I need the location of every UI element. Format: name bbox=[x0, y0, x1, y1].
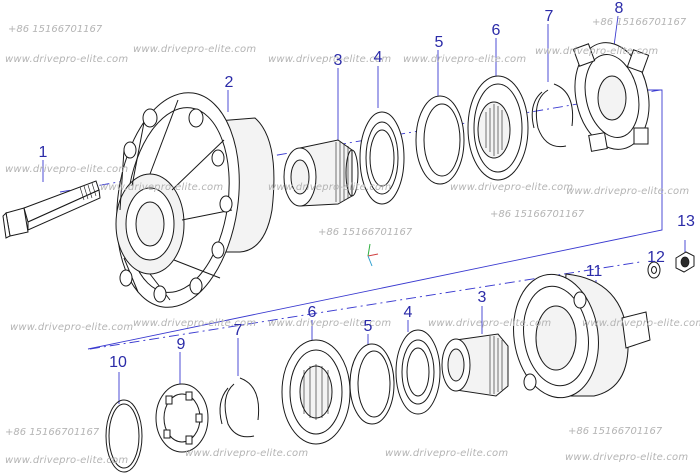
watermark-site: www.drivepro-elite.com bbox=[100, 182, 224, 193]
part-6-clutch-gear-lower bbox=[281, 339, 351, 445]
part-11-housing bbox=[513, 273, 651, 399]
watermark-site: www.drivepro-elite.com bbox=[133, 318, 257, 329]
part-12-washer bbox=[647, 261, 661, 279]
part-6-ring-gear-upper bbox=[467, 75, 529, 181]
watermark-site: www.drivepro-elite.com bbox=[428, 318, 552, 329]
part-2-diff-case bbox=[115, 92, 275, 308]
watermark-phone: +86 15166701167 bbox=[318, 227, 413, 238]
watermark-site: www.drivepro-elite.com bbox=[185, 448, 309, 459]
part-5-ring-lower bbox=[349, 343, 395, 425]
callout-7-lower: 7 bbox=[233, 322, 243, 339]
watermark-site: www.drivepro-elite.com bbox=[268, 54, 392, 65]
callout-5-upper: 5 bbox=[434, 34, 444, 51]
watermark-site: www.drivepro-elite.com bbox=[565, 452, 689, 463]
part-4-washer-upper bbox=[359, 111, 405, 205]
callout-7-upper: 7 bbox=[544, 8, 554, 25]
callout-4-lower: 4 bbox=[403, 304, 413, 321]
watermark-site: www.drivepro-elite.com bbox=[5, 455, 129, 466]
callout-10: 10 bbox=[109, 354, 127, 371]
callout-11: 11 bbox=[585, 263, 603, 280]
callout-4-upper: 4 bbox=[373, 49, 383, 66]
callout-8: 8 bbox=[614, 0, 624, 17]
watermark-phone: +86 15166701167 bbox=[5, 427, 100, 438]
watermark-site: www.drivepro-elite.com bbox=[5, 164, 129, 175]
watermark-site: www.drivepro-elite.com bbox=[268, 182, 392, 193]
callout-6-lower: 6 bbox=[307, 304, 317, 321]
part-1-bolt bbox=[2, 180, 101, 239]
part-5-ring-upper bbox=[415, 95, 465, 185]
callout-1: 1 bbox=[38, 144, 48, 161]
watermark-site: www.drivepro-elite.com bbox=[385, 448, 509, 459]
watermark-phone: +86 15166701167 bbox=[568, 426, 663, 437]
watermark-site: www.drivepro-elite.com bbox=[5, 54, 129, 65]
part-4-washer-lower bbox=[395, 329, 441, 415]
callout-13: 13 bbox=[677, 213, 695, 230]
watermark-site: www.drivepro-elite.com bbox=[403, 54, 527, 65]
watermark-phone: +86 15166701167 bbox=[490, 209, 585, 220]
watermark-site: www.drivepro-elite.com bbox=[566, 186, 690, 197]
part-3-side-gear-upper bbox=[283, 139, 359, 207]
callout-5-lower: 5 bbox=[363, 318, 373, 335]
watermark-site: www.drivepro-elite.com bbox=[535, 46, 659, 57]
watermark-site: www.drivepro-elite.com bbox=[10, 322, 134, 333]
watermark-site: www.drivepro-elite.com bbox=[133, 44, 257, 55]
part-3-side-gear-lower bbox=[441, 333, 509, 397]
callout-12: 12 bbox=[647, 249, 665, 266]
watermark-phone: +86 15166701167 bbox=[592, 17, 687, 28]
watermark-site: www.drivepro-elite.com bbox=[582, 318, 700, 329]
callout-9: 9 bbox=[176, 336, 186, 353]
part-7-snap-ring-upper bbox=[531, 83, 574, 148]
part-10-retaining-ring bbox=[105, 399, 143, 473]
callout-6-upper: 6 bbox=[491, 22, 501, 39]
axis-triad-icon bbox=[367, 243, 379, 267]
watermark-site: www.drivepro-elite.com bbox=[268, 318, 392, 329]
part-8-spider-gear bbox=[572, 42, 650, 152]
part-13-nut bbox=[675, 251, 695, 273]
callout-3-upper: 3 bbox=[333, 52, 343, 69]
callout-3-lower: 3 bbox=[477, 289, 487, 306]
part-9-cage bbox=[155, 383, 209, 453]
callout-2: 2 bbox=[224, 74, 234, 91]
watermark-site: www.drivepro-elite.com bbox=[450, 182, 574, 193]
watermark-phone: +86 15166701167 bbox=[8, 24, 103, 35]
part-7-snap-ring-lower bbox=[219, 377, 260, 438]
